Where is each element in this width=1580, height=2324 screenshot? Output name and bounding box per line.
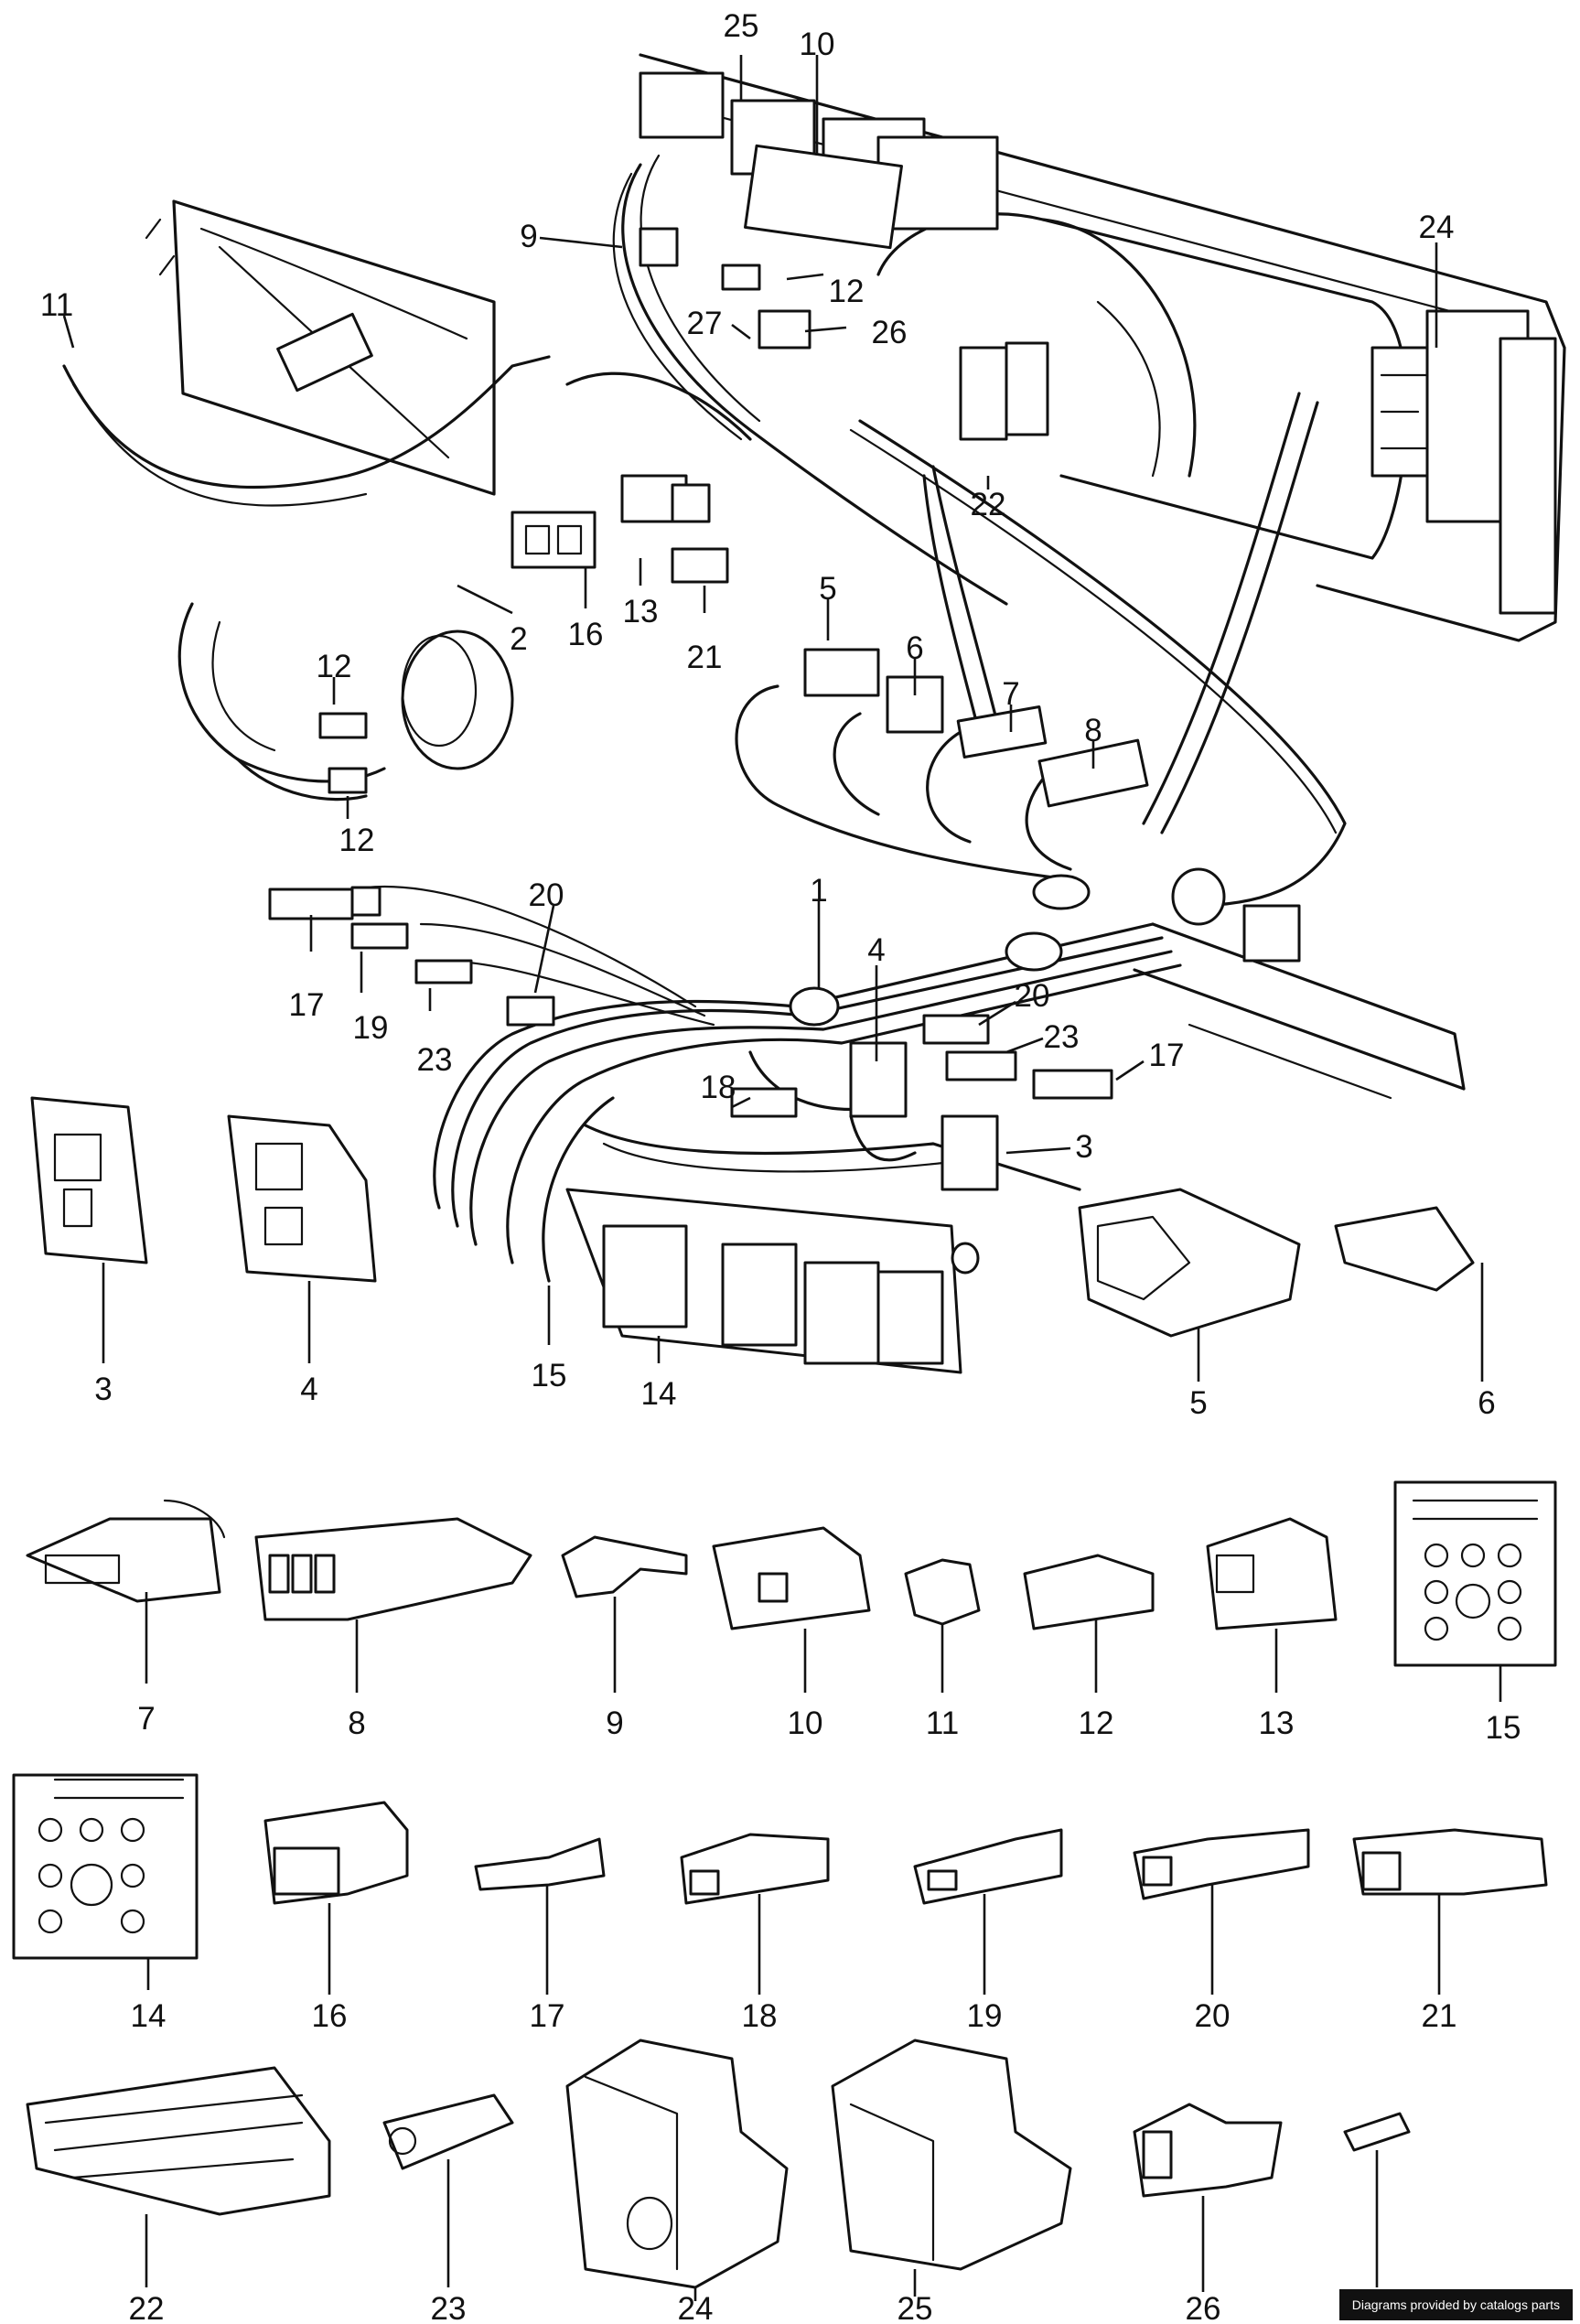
callout-8-part: 8 [348,1705,365,1741]
dashboard-assembly [145,53,1566,770]
callout-19-left: 19 [353,1010,389,1046]
callout-16-part: 16 [312,1998,348,2034]
callout-25-top: 25 [724,8,759,44]
callout-7-part: 7 [137,1701,155,1737]
lower-harness [30,867,1475,1374]
callout-4-big: 4 [300,1372,317,1407]
callout-2-top: 2 [510,621,527,657]
callout-17-left: 17 [289,987,325,1023]
callout-20-part: 20 [1195,1998,1231,2034]
callout-9-part: 9 [606,1705,623,1741]
callout-20-mid-b: 20 [1015,978,1050,1014]
leader-lines [62,55,1502,2301]
callout-3-big: 3 [94,1372,112,1407]
callout-13-part: 13 [1259,1705,1295,1741]
callout-23-part: 23 [431,2291,467,2324]
callout-26-part: 26 [1186,2291,1221,2324]
callout-19-part: 19 [967,1998,1003,2034]
callout-14-mid: 14 [641,1376,677,1412]
callout-10-part: 10 [788,1705,823,1741]
callout-17-part: 17 [530,1998,565,2034]
callout-27-top: 27 [687,306,723,341]
callout-12-mid-b: 12 [339,823,375,858]
callout-4-mid: 4 [867,932,885,968]
callout-14-part: 14 [131,1998,167,2034]
callout-12-top: 12 [829,274,865,309]
callout-23-left: 23 [417,1042,453,1078]
callout-6-big: 6 [1478,1385,1495,1421]
upper-connectors [318,227,1149,808]
callout-15-mid: 15 [532,1358,567,1393]
callout-5-big: 5 [1189,1385,1207,1421]
callout-10-top: 10 [800,27,835,62]
callout-26-top: 26 [872,315,908,350]
callout-12-mid-a: 12 [317,649,352,684]
callout-18-part: 18 [742,1998,778,2034]
callout-17-mid: 17 [1149,1038,1185,1073]
credit-badge: Diagrams provided by catalogs parts [1338,2289,1573,2320]
callout-11-top: 11 [40,287,73,323]
callout-25-part: 25 [897,2291,933,2324]
callout-22-top: 22 [971,487,1006,522]
callout-16-top: 16 [568,617,604,652]
callout-5-top: 5 [819,571,836,607]
callout-1-mid: 1 [810,873,827,909]
callout-24-part: 24 [678,2291,714,2324]
parts-catalog [12,1480,1557,2289]
callout-8-top: 8 [1084,713,1102,748]
callout-23-mid: 23 [1044,1019,1080,1055]
callout-11-part: 11 [926,1705,959,1741]
callout-18-mid: 18 [701,1070,736,1105]
callout-22-part: 22 [129,2291,165,2324]
callout-3-mid: 3 [1075,1129,1092,1165]
upper-harness-wires [62,154,1347,908]
callout-numbers: 25 10 9 11 24 12 27 26 22 2 16 13 21 12 … [40,8,1521,2324]
callout-13-top: 13 [623,594,659,629]
callout-24-top: 24 [1419,210,1455,245]
callout-7-top: 7 [1002,676,1019,712]
callout-9-top: 9 [520,219,537,254]
callout-6-top: 6 [906,630,923,666]
callout-15-part: 15 [1486,1710,1521,1746]
callout-21-part: 21 [1422,1998,1457,2034]
callout-12-part: 12 [1079,1705,1114,1741]
callout-21-top: 21 [687,640,723,675]
callout-20-mid: 20 [529,877,564,913]
